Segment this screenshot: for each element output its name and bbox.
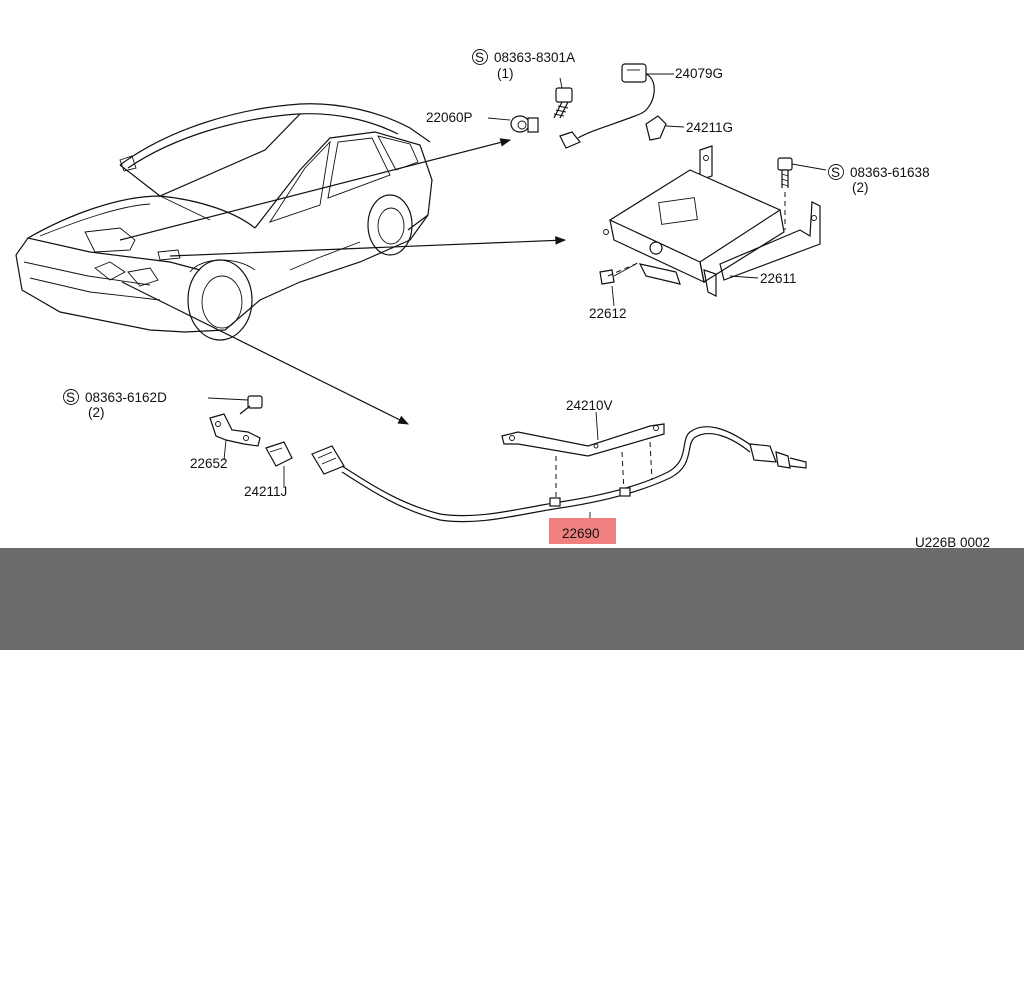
bolt-left-icon	[239, 395, 263, 415]
footer-diagram-ref: N - 22690	[734, 802, 901, 844]
footer-part-number: NISSAN INFINITI - 2269064J01	[122, 692, 672, 734]
car-illustration	[15, 103, 567, 425]
oxygen-sensor-icon	[749, 443, 807, 469]
callout-08363-6162D: 08363-6162D	[85, 390, 167, 405]
grommet-icon	[510, 115, 539, 133]
screw-symbol-ecm: S	[831, 165, 840, 180]
footer-bar: NISSAN INFINITI - 2269064J01 N - 22690	[0, 548, 1024, 844]
screw-symbol-top: S	[475, 50, 484, 65]
callout-08363-61638-qty: (2)	[852, 180, 869, 195]
bracket-left-icon	[209, 413, 261, 447]
clip-left-icon	[265, 441, 293, 467]
ecm-connector-icon	[599, 263, 637, 285]
parts-diagram: S S S 08363-8301A (1) 24079G 22060P 2421…	[15, 49, 991, 548]
bolt-top-icon	[553, 87, 573, 119]
harness-bracket-icon	[501, 423, 665, 457]
callout-22652: 22652	[190, 456, 228, 471]
callout-24211J: 24211J	[244, 484, 287, 499]
callout-24079G: 24079G	[675, 66, 723, 81]
callout-24211G: 24211G	[686, 120, 733, 135]
bolt-ecm-icon	[777, 157, 793, 188]
callout-08363-8301A: 08363-8301A	[494, 50, 575, 65]
left-bottom-parts	[207, 395, 345, 486]
callout-22612: 22612	[589, 306, 627, 321]
callout-22611: 22611	[760, 271, 797, 286]
screw-symbol-left: S	[66, 390, 75, 405]
callout-08363-61638: 08363-61638	[850, 165, 930, 180]
harness-connector-icon	[311, 445, 345, 475]
callout-22690: 22690	[562, 526, 600, 541]
sensor-harness-highlight	[549, 518, 616, 544]
temp-sensor-icon	[559, 63, 655, 149]
callout-08363-8301A-qty: (1)	[497, 66, 514, 81]
ecm-group	[599, 145, 827, 307]
figure-code: U226B 0002	[915, 535, 990, 548]
callout-22060P: 22060P	[426, 110, 473, 125]
top-parts	[510, 63, 685, 149]
sensor-harness	[341, 411, 807, 523]
callout-24210V: 24210V	[566, 398, 613, 413]
screw-symbol-icon: S S S	[63, 49, 844, 405]
clip-top-icon	[645, 115, 685, 141]
callout-08363-6162D-qty: (2)	[88, 405, 105, 420]
